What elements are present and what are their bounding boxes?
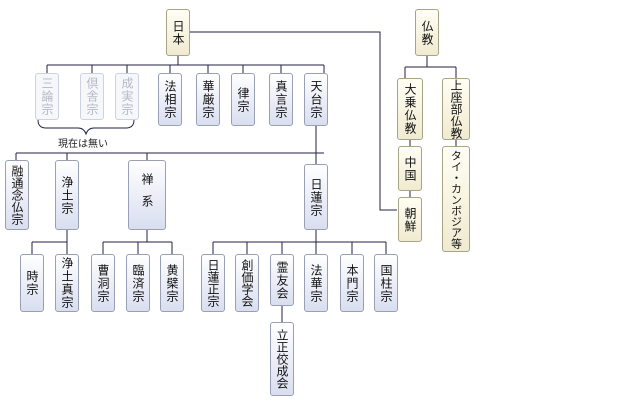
- node-chosen: 朝鮮: [398, 197, 422, 242]
- node-ji: 時宗: [20, 254, 44, 312]
- node-ritsu: 律宗: [231, 73, 255, 126]
- node-nichirenshoshu: 日蓮正宗: [201, 254, 225, 312]
- node-tendai: 天台宗: [304, 73, 328, 126]
- node-jozabu: 上座部仏教: [442, 78, 470, 140]
- node-zen: 禅系: [128, 160, 166, 230]
- node-rissho: 立正佼成会: [270, 322, 294, 396]
- node-hosso: 法相宗: [158, 73, 182, 126]
- node-nichiren: 日蓮宗: [304, 164, 328, 230]
- node-shingon: 真言宗: [269, 73, 293, 126]
- node-soto: 曹洞宗: [91, 254, 115, 312]
- node-jodo: 浄土宗: [55, 160, 79, 230]
- node-daijo: 大乗仏教: [397, 78, 423, 140]
- node-yuzu: 融通念仏宗: [5, 160, 29, 230]
- node-jojitsu: 成実宗: [115, 73, 139, 120]
- node-honmon: 本門宗: [340, 254, 364, 312]
- node-rinzai: 臨済宗: [126, 254, 150, 312]
- node-sanron: 三論宗: [35, 73, 59, 120]
- node-nihon: 日本: [166, 9, 190, 56]
- node-hokke: 法華宗: [304, 254, 328, 312]
- defunct-caption: 現在は無い: [58, 139, 108, 150]
- node-bukkyo: 仏教: [415, 9, 439, 56]
- node-kokuchu: 国柱宗: [374, 254, 398, 312]
- node-soka: 創価学会: [235, 254, 259, 312]
- node-thai: タイ・カンボジア等: [442, 146, 470, 252]
- node-kusha: 倶舎宗: [80, 73, 104, 120]
- node-obaku: 黄檗宗: [160, 254, 184, 312]
- node-jodoshin: 浄土真宗: [55, 254, 79, 312]
- node-kegon: 華厳宗: [196, 73, 220, 126]
- node-chugoku: 中国: [398, 146, 422, 191]
- defunct-bracket: [37, 119, 135, 136]
- node-reiyu: 霊友会: [270, 254, 294, 306]
